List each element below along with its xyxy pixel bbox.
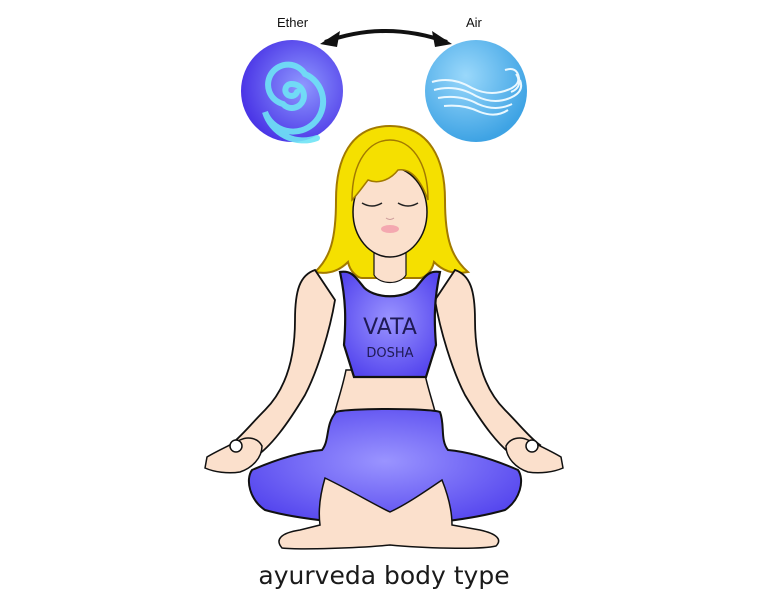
- air-label: Air: [466, 15, 482, 30]
- right-eye: [397, 202, 419, 207]
- right-hand: [505, 437, 564, 474]
- pants: [247, 408, 523, 527]
- right-arm: [434, 268, 542, 462]
- air-wind-icon: [425, 40, 527, 142]
- ether-spiral-icon: [241, 40, 343, 144]
- double-arrow-icon: [320, 29, 452, 47]
- left-hand: [204, 437, 263, 474]
- crop-top: [338, 270, 442, 379]
- left-eye: [361, 202, 383, 207]
- caption: ayurveda body type: [258, 561, 510, 590]
- ether-label: Ether: [277, 15, 309, 30]
- shirt-subtitle: DOSHA: [366, 346, 413, 361]
- shirt-title: VATA: [363, 315, 417, 340]
- legs-feet: [278, 476, 500, 550]
- left-arm: [228, 268, 336, 462]
